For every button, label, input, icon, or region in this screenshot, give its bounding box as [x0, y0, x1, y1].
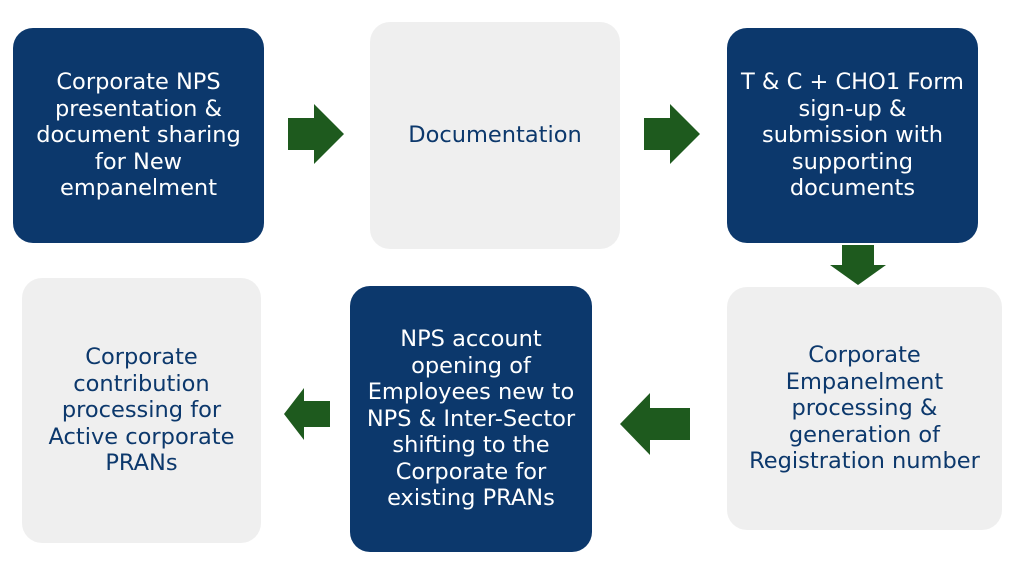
step-2-box: Documentation	[370, 22, 620, 249]
arrow-left-icon	[620, 393, 690, 455]
step-2-text: Documentation	[408, 122, 582, 149]
arrow-down-icon	[830, 245, 886, 285]
arrow-right-icon	[288, 104, 344, 164]
arrow-right-icon	[644, 104, 700, 164]
arrow-left-icon	[284, 388, 330, 440]
